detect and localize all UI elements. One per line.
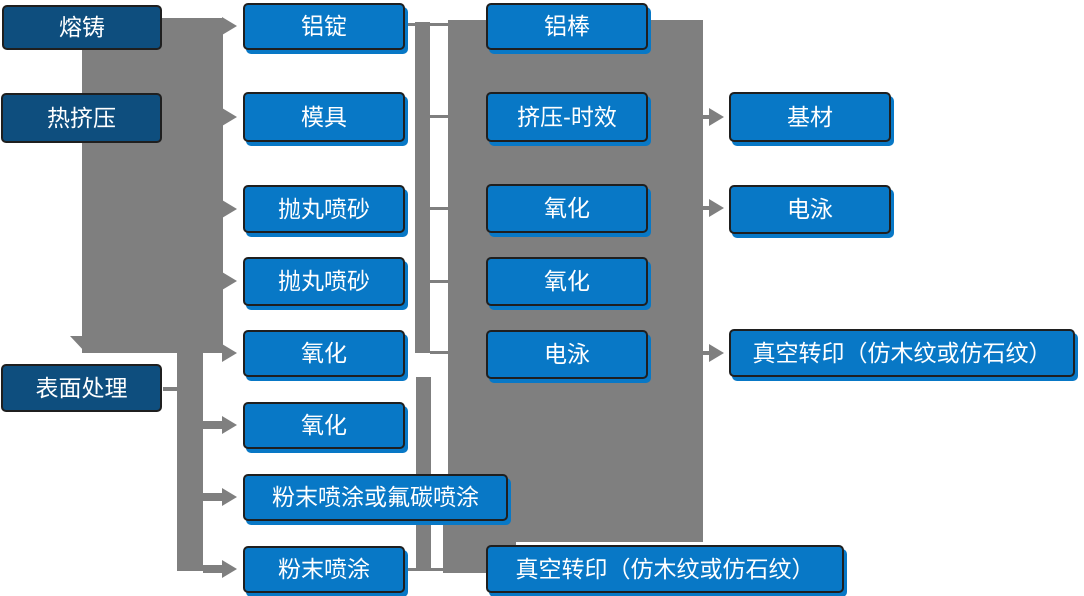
node-extrusion-aging: 挤压-时效 — [486, 92, 648, 142]
arrow-to-shot-blast-1-icon — [222, 200, 237, 218]
node-melting-casting: 熔铸 — [2, 5, 162, 50]
connector-stub-row7 — [203, 493, 223, 501]
connector-stub-row6 — [203, 421, 223, 429]
link-oxidation-electro-line — [430, 351, 448, 354]
arrow-to-die-icon — [222, 108, 237, 126]
link-ingot-rod-line — [406, 23, 448, 26]
node-oxidation-2: 氧化 — [243, 402, 405, 449]
node-hot-extrusion: 热挤压 — [1, 93, 162, 143]
connector-left-main-band — [82, 18, 223, 353]
connector-left-trunk — [177, 353, 203, 571]
connector-stub-electrophoresis — [703, 206, 710, 210]
arrow-to-powder-fluorocarbon-icon — [222, 488, 237, 506]
arrow-to-electrophoresis-icon — [709, 199, 724, 217]
connector-stub-vacuum-transfer — [703, 351, 710, 355]
node-electrophoresis-2: 电泳 — [729, 185, 891, 234]
node-shot-blast-sandblast-2: 抛丸喷砂 — [243, 257, 405, 306]
node-powder-coating: 粉末喷涂 — [243, 546, 405, 593]
connector-stub-row8 — [203, 565, 223, 573]
node-oxidation-3: 氧化 — [486, 184, 648, 233]
node-powder-or-fluorocarbon-coating: 粉末喷涂或氟碳喷涂 — [243, 474, 508, 521]
link-die-extrusion-line — [430, 115, 448, 118]
node-oxidation-4: 氧化 — [486, 257, 648, 306]
arrow-to-base-material-icon — [709, 108, 724, 126]
arrow-to-oxidation-2-icon — [222, 416, 237, 434]
node-aluminum-rod: 铝棒 — [486, 3, 648, 50]
arrow-to-aluminum-ingot-icon — [222, 17, 237, 35]
node-vacuum-transfer-print-2: 真空转印（仿木纹或仿石纹） — [729, 329, 1075, 377]
arrow-to-shot-blast-2-icon — [222, 272, 237, 290]
link-blast-oxidation-line-2 — [430, 280, 448, 283]
node-surface-treatment: 表面处理 — [1, 364, 162, 412]
connector-surface-treatment-line — [163, 387, 179, 391]
link-blast-oxidation-line-1 — [430, 207, 448, 210]
arrow-down-to-surface-treatment-icon — [70, 336, 100, 352]
node-base-material: 基材 — [729, 92, 891, 142]
connector-mid-rail-upper — [415, 22, 430, 353]
arrow-to-vacuum-transfer-icon — [709, 344, 724, 362]
node-electrophoresis-1: 电泳 — [486, 330, 648, 379]
arrow-to-oxidation-1-icon — [222, 344, 237, 362]
node-aluminum-ingot: 铝锭 — [243, 3, 405, 50]
node-die: 模具 — [243, 92, 405, 142]
link-powder-vacuum-line — [407, 568, 448, 571]
node-oxidation-1: 氧化 — [243, 330, 405, 377]
node-shot-blast-sandblast-1: 抛丸喷砂 — [243, 185, 405, 233]
arrow-to-powder-coating-icon — [222, 560, 237, 578]
connector-stub-base-material — [703, 115, 710, 119]
node-vacuum-transfer-print-1: 真空转印（仿木纹或仿石纹） — [486, 545, 844, 593]
